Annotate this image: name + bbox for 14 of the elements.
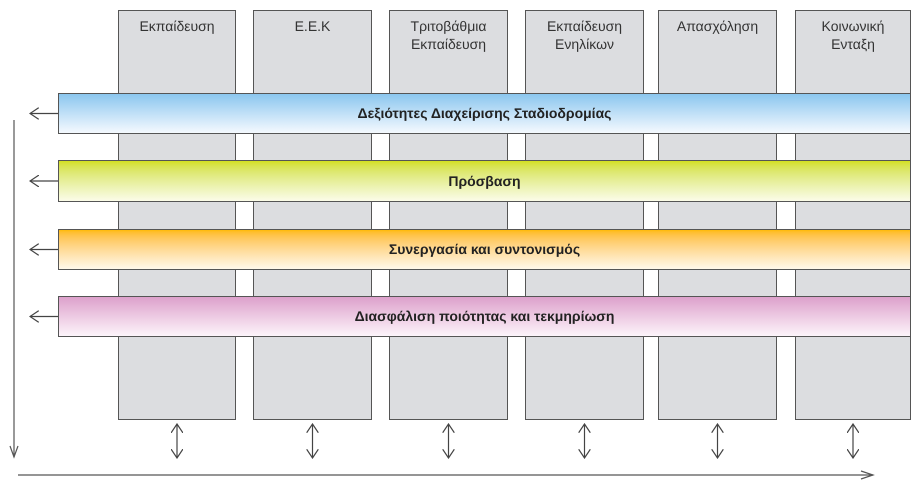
double-arrow (170, 423, 184, 459)
arrow (29, 174, 58, 188)
double-arrow (846, 423, 860, 459)
category-band: Πρόσβαση (58, 160, 911, 202)
category-band: Διασφάλιση ποιότητας και τεκμηρίωση (58, 296, 911, 337)
arrow (29, 106, 58, 120)
category-band: Δεξιότητες Διαχείρισης Σταδιοδρομίας (58, 93, 911, 134)
arrow (29, 242, 58, 256)
arrow (29, 310, 58, 324)
category-band: Συνεργασία και συντονισμός (58, 229, 911, 270)
double-arrow (306, 423, 320, 459)
double-arrow (578, 423, 592, 459)
double-arrow (710, 423, 724, 459)
double-arrow (442, 423, 456, 459)
